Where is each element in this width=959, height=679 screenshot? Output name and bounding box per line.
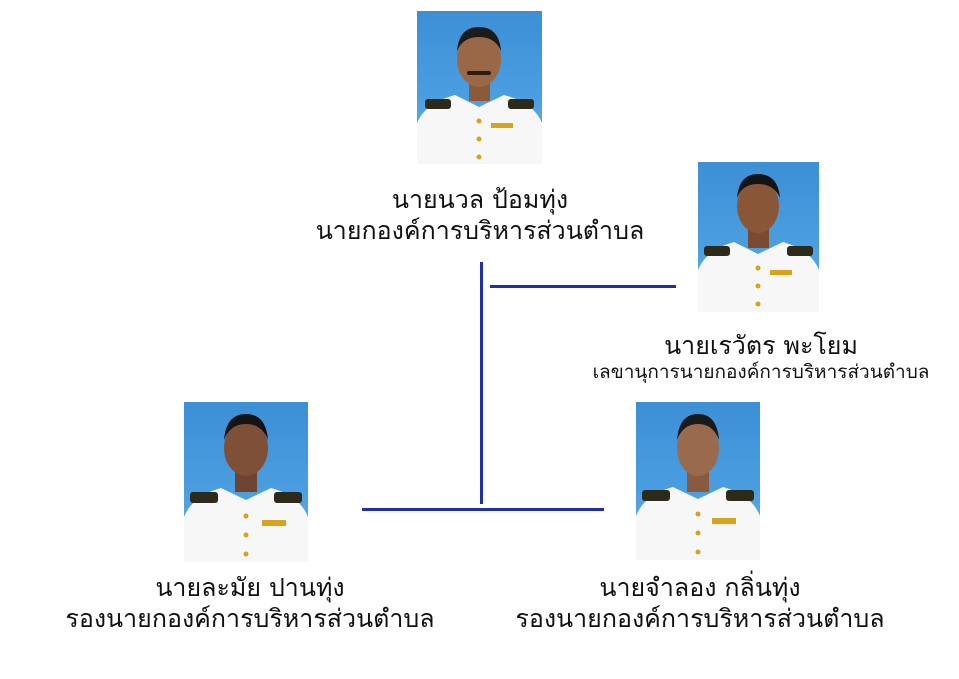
- person-photo-icon: [417, 27, 542, 164]
- caption-deputy-left: นายละมัย ปานทุ่ง รองนายกองค์การบริหารส่ว…: [50, 572, 450, 635]
- person-photo-icon: [184, 414, 308, 562]
- deputy-right-position: รองนายกองค์การบริหารส่วนตำบล: [515, 604, 885, 634]
- deputy-right-name: นายจำลอง กลิ่นทุ่ง: [599, 573, 801, 602]
- portrait-president: [417, 11, 542, 164]
- president-position: นายกองค์การบริหารส่วนตำบล: [315, 216, 645, 246]
- caption-secretary: นายเรวัตร พะโยม เลขานุการนายกองค์การบริห…: [566, 330, 956, 385]
- connector-deputies: [362, 508, 604, 511]
- secretary-position: เลขานุการนายกองค์การบริหารส่วนตำบล: [592, 361, 930, 384]
- portrait-secretary: [698, 162, 819, 312]
- deputy-left-position: รองนายกองค์การบริหารส่วนตำบล: [65, 604, 435, 634]
- caption-president: นายนวล ป้อมทุ่ง นายกองค์การบริหารส่วนตำบ…: [300, 184, 660, 247]
- portrait-deputy-right: [636, 402, 760, 560]
- caption-deputy-right: นายจำลอง กลิ่นทุ่ง รองนายกองค์การบริหารส…: [500, 572, 900, 635]
- deputy-left-name: นายละมัย ปานทุ่ง: [155, 573, 345, 602]
- president-name: นายนวล ป้อมทุ่ง: [391, 185, 569, 214]
- portrait-deputy-left: [184, 402, 308, 562]
- connector-to-secretary: [490, 285, 676, 288]
- person-photo-icon: [698, 174, 819, 312]
- secretary-name: นายเรวัตร พะโยม: [664, 331, 858, 360]
- connector-vertical: [480, 262, 483, 504]
- person-photo-icon: [636, 414, 760, 560]
